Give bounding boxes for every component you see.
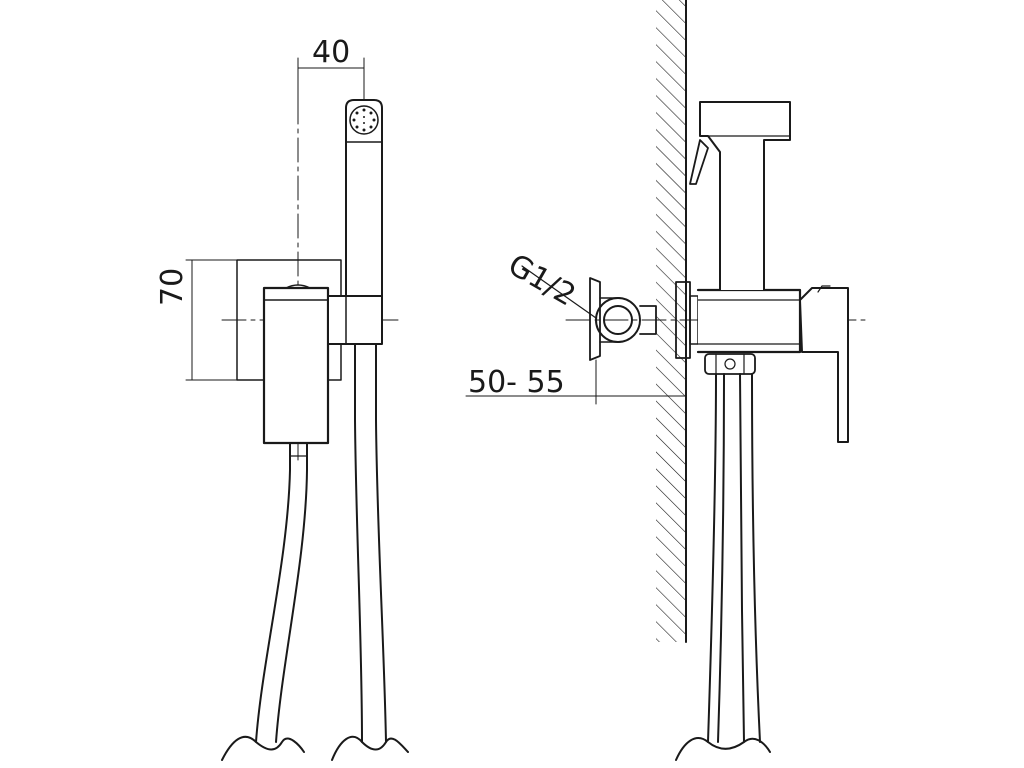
wall <box>656 0 687 643</box>
spray-nozzle-icon <box>352 108 376 132</box>
lever-handle <box>799 285 849 443</box>
dimension-depth-label: 50- 55 <box>468 365 565 400</box>
hose-curl <box>221 735 409 761</box>
hand-shower <box>345 99 383 297</box>
hand-shower-side <box>689 101 791 291</box>
inlet-fitting <box>589 277 657 361</box>
dimension-height <box>185 259 238 381</box>
dimension-width <box>297 57 365 101</box>
dimension-depth <box>465 359 687 405</box>
hose-right <box>354 343 387 743</box>
dimension-height-label: 70 <box>155 267 190 306</box>
hose-left <box>255 442 308 743</box>
holder-arm <box>327 295 383 345</box>
front-view <box>185 57 409 761</box>
thread-leader <box>521 265 597 319</box>
hose-curl-side <box>675 737 771 761</box>
trigger-icon <box>689 139 709 185</box>
hose-connector <box>704 353 756 375</box>
hose-side <box>707 373 761 743</box>
side-view <box>465 0 871 761</box>
valve-body <box>262 284 330 445</box>
dimension-width-label: 40 <box>312 35 351 70</box>
valve-body-side <box>696 288 802 354</box>
